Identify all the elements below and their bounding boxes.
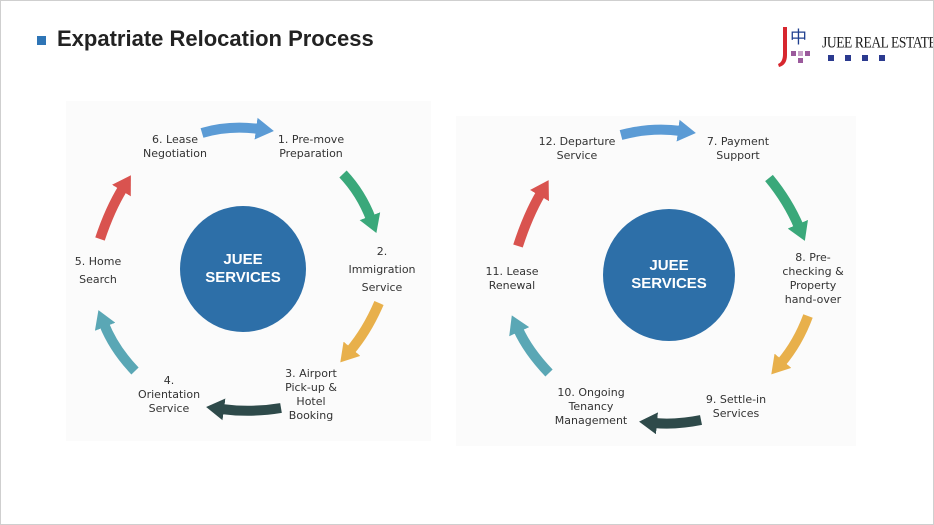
arrow-step-11-to-12 [513, 180, 549, 248]
arrow-step-7-to-8 [765, 174, 808, 241]
step-label-7: 7. Payment Support [706, 135, 770, 162]
step-label-9: 9. Settle-in Services [705, 393, 767, 420]
logo-text: JUEE REAL ESTATE [822, 33, 934, 52]
hub-right: JUEE SERVICES [603, 209, 735, 341]
logo-square [805, 51, 810, 56]
step-label-12: 12. Departure Service [538, 135, 616, 162]
step-label-2: 2. Immigration Service [348, 245, 416, 294]
arrow-step-4-to-5 [94, 310, 139, 375]
hub-left-line2: SERVICES [205, 269, 281, 286]
logo-square [791, 51, 796, 56]
step-label-8: 8. Pre- checking & Property hand-over [782, 251, 844, 306]
logo-square [879, 55, 885, 61]
logo-mark-glyph: 中 [790, 28, 807, 48]
step-label-6: 6. Lease Negotiation [143, 133, 207, 160]
logo-square [798, 58, 803, 63]
step-label-11: 11. Lease Renewal [485, 265, 539, 292]
logo-square [798, 51, 803, 56]
hub-right-line1: JUEE [649, 257, 689, 274]
arrow-step-12-to-7 [619, 119, 696, 142]
title-bullet [37, 36, 46, 45]
logo-square [845, 55, 851, 61]
arrow-step-6-to-1 [200, 117, 274, 140]
logo-j-mark [778, 27, 787, 67]
arrow-step-1-to-2 [339, 170, 381, 233]
logo-square [862, 55, 868, 61]
step-label-3: 3. Airport Pick-up & Hotel Booking [285, 367, 337, 422]
step-label-4: 4. Orientation Service [137, 374, 201, 415]
arrow-step-2-to-3 [340, 301, 384, 363]
arrow-step-3-to-4 [206, 398, 282, 421]
hub-left-line1: JUEE [223, 251, 263, 268]
arrow-step-10-to-11 [509, 315, 553, 377]
logo-square [828, 55, 834, 61]
hub-left: JUEE SERVICES [180, 206, 306, 332]
arrow-step-5-to-6 [95, 175, 131, 241]
step-label-10: 10. Ongoing Tenancy Management [554, 386, 628, 427]
step-label-1: 1. Pre-move Preparation [277, 133, 345, 160]
step-label-5: 5. Home Search [74, 255, 122, 286]
arrow-step-9-to-10 [639, 412, 702, 435]
slide-title: Expatriate Relocation Process [57, 26, 374, 51]
hub-right-line2: SERVICES [631, 275, 707, 292]
juee-logo: 中 [778, 27, 885, 67]
arrow-step-8-to-9 [771, 314, 813, 375]
